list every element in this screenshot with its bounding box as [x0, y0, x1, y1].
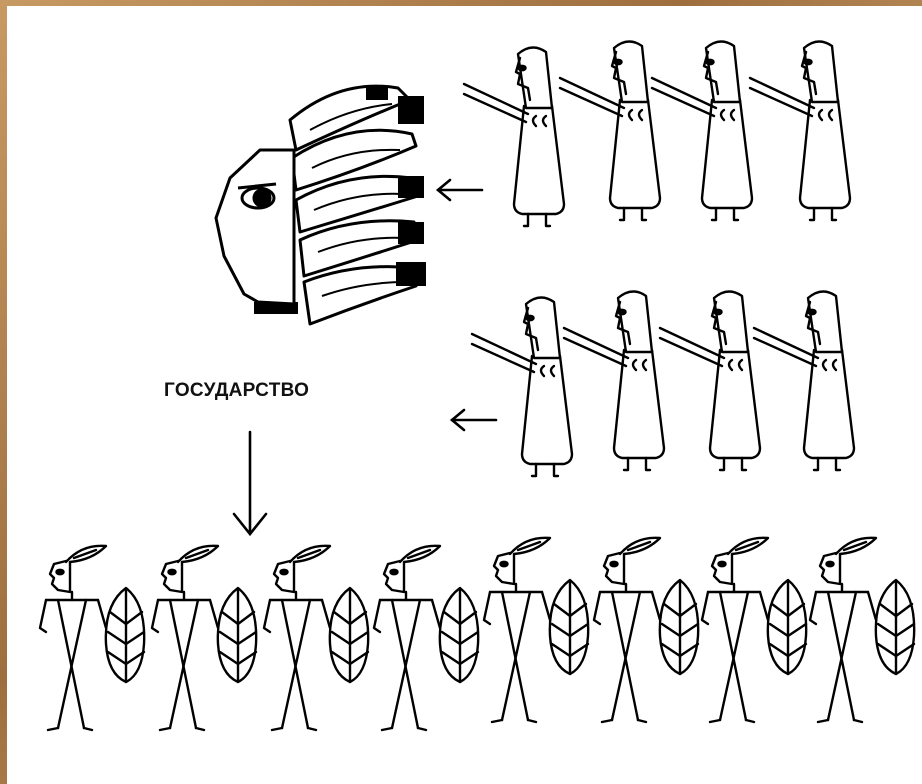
- warrior-figure-icon: [810, 538, 914, 722]
- priest-figure-icon: [750, 41, 850, 220]
- warrior-figure-icon: [374, 546, 478, 730]
- arrow-to-state-icon: [452, 410, 496, 430]
- warrior-figure-icon: [702, 538, 806, 722]
- warrior-figure-icon: [152, 546, 256, 730]
- warrior-figure-icon: [264, 546, 368, 730]
- warrior-figure-icon: [484, 538, 588, 722]
- priest-figure-icon: [652, 41, 752, 220]
- priest-figure-icon: [754, 291, 854, 470]
- priest-figure-icon: [560, 41, 660, 220]
- state-label: ГОСУДАРСТВО: [164, 380, 309, 402]
- chief-headdress-icon: [216, 86, 426, 324]
- warrior-figure-icon: [40, 546, 144, 730]
- priest-figure-icon: [660, 291, 760, 470]
- priest-figure-icon: [472, 297, 572, 476]
- priest-figure-icon: [564, 291, 664, 470]
- priest-figure-icon: [464, 47, 564, 226]
- warrior-figure-icon: [594, 538, 698, 722]
- arrow-down-icon: [234, 432, 266, 534]
- arrow-to-chief-icon: [438, 180, 482, 200]
